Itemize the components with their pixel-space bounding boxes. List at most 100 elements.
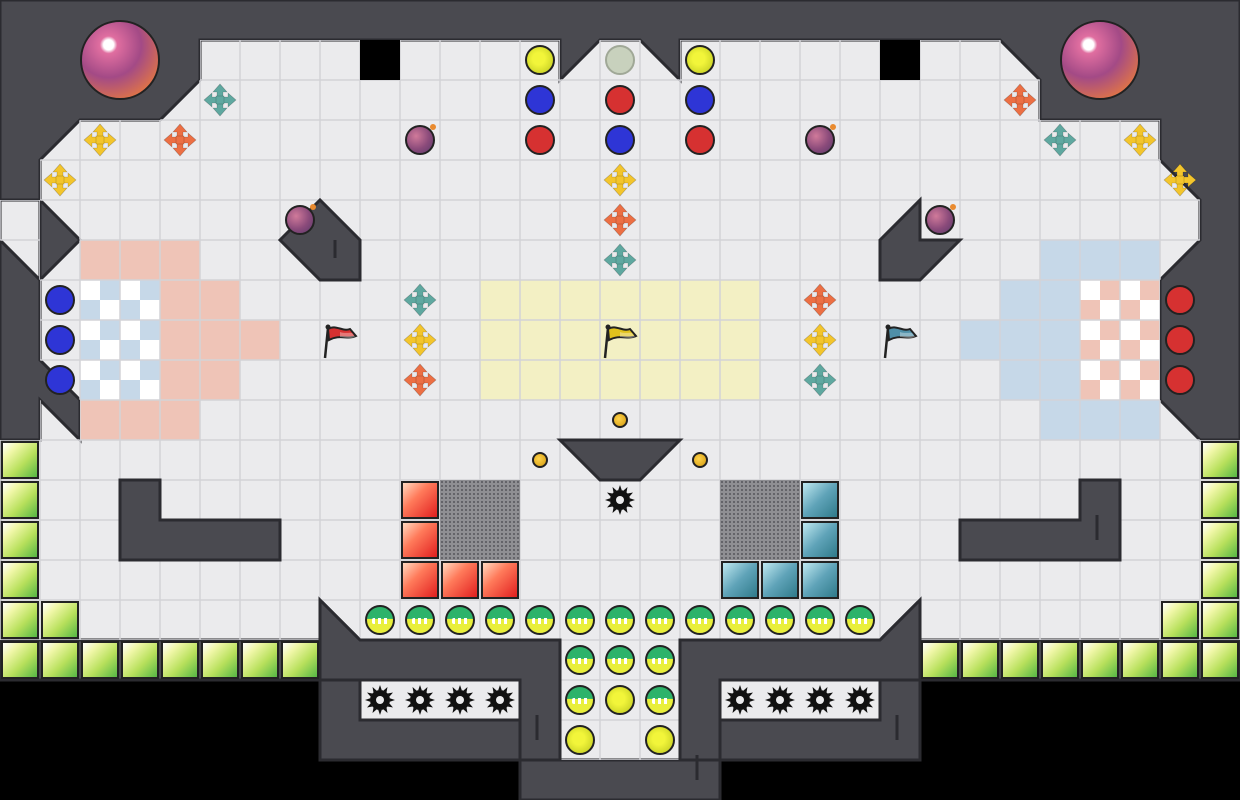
spiker-enemy[interactable]	[485, 605, 515, 635]
coin[interactable]	[532, 452, 548, 468]
bomb[interactable]	[805, 124, 836, 155]
teal-push-block[interactable]	[801, 561, 839, 599]
spiker-enemy[interactable]	[405, 605, 435, 635]
checkpoint-flag-icon[interactable]	[880, 320, 920, 360]
green-goal-block	[921, 641, 959, 679]
spiker-enemy[interactable]	[605, 645, 635, 675]
coin[interactable]	[612, 412, 628, 428]
salmon-tile	[200, 360, 240, 400]
green-goal-block	[1121, 641, 1159, 679]
red-ball[interactable]	[525, 125, 555, 155]
player-orb[interactable]	[1060, 20, 1140, 100]
spike-gear-icon	[764, 684, 796, 716]
salmon-tile	[160, 280, 200, 320]
yellow-zone-tile	[640, 360, 680, 400]
blue-ball[interactable]	[685, 85, 715, 115]
red-ball[interactable]	[605, 85, 635, 115]
spiker-enemy[interactable]	[565, 685, 595, 715]
teal-push-block[interactable]	[801, 521, 839, 559]
spiker-enemy[interactable]	[805, 605, 835, 635]
spiker-enemy[interactable]	[685, 605, 715, 635]
salmon-tile	[120, 240, 160, 280]
spiker-enemy[interactable]	[645, 645, 675, 675]
spiker-enemy[interactable]	[365, 605, 395, 635]
checker-tile	[120, 300, 140, 320]
blue-ball[interactable]	[45, 325, 75, 355]
yellow-ball[interactable]	[525, 45, 555, 75]
player-orb[interactable]	[80, 20, 160, 100]
spiker-enemy[interactable]	[845, 605, 875, 635]
red-push-block[interactable]	[441, 561, 479, 599]
teal-move-arrows-icon[interactable]	[1043, 123, 1077, 157]
orange-move-arrows-icon[interactable]	[603, 203, 637, 237]
yellow-ball[interactable]	[565, 725, 595, 755]
metal-grate	[440, 480, 480, 520]
checker-tile	[100, 320, 120, 340]
yellow-ball[interactable]	[645, 725, 675, 755]
ice-tile	[1080, 240, 1120, 280]
red-ball[interactable]	[685, 125, 715, 155]
orange-move-arrows-icon[interactable]	[1003, 83, 1037, 117]
red-ball[interactable]	[1165, 365, 1195, 395]
yellow-move-arrows-icon[interactable]	[603, 163, 637, 197]
ice-tile	[1040, 240, 1080, 280]
red-push-block[interactable]	[401, 521, 439, 559]
orange-move-arrows-icon[interactable]	[163, 123, 197, 157]
spiker-enemy[interactable]	[645, 605, 675, 635]
orange-move-arrows-icon[interactable]	[403, 363, 437, 397]
red-ball[interactable]	[1165, 285, 1195, 315]
teal-push-block[interactable]	[721, 561, 759, 599]
teal-move-arrows-icon[interactable]	[603, 243, 637, 277]
bomb[interactable]	[405, 124, 436, 155]
yellow-move-arrows-icon[interactable]	[1123, 123, 1157, 157]
checker-tile	[1100, 280, 1120, 300]
green-goal-block	[1201, 441, 1239, 479]
coin[interactable]	[692, 452, 708, 468]
teal-push-block[interactable]	[801, 481, 839, 519]
salmon-tile	[160, 360, 200, 400]
red-push-block[interactable]	[481, 561, 519, 599]
yellow-zone-tile	[640, 320, 680, 360]
blue-ball[interactable]	[525, 85, 555, 115]
spiker-enemy[interactable]	[565, 645, 595, 675]
yellow-move-arrows-icon[interactable]	[1163, 163, 1197, 197]
checkpoint-flag-icon[interactable]	[320, 320, 360, 360]
bomb[interactable]	[285, 204, 316, 235]
spike-gear-icon	[444, 684, 476, 716]
spiker-enemy[interactable]	[725, 605, 755, 635]
blue-ball[interactable]	[605, 125, 635, 155]
yellow-ball[interactable]	[605, 685, 635, 715]
yellow-zone-tile	[560, 360, 600, 400]
yellow-move-arrows-icon[interactable]	[803, 323, 837, 357]
red-push-block[interactable]	[401, 561, 439, 599]
yellow-ball[interactable]	[685, 45, 715, 75]
yellow-move-arrows-icon[interactable]	[403, 323, 437, 357]
spiker-enemy[interactable]	[605, 605, 635, 635]
spiker-enemy[interactable]	[765, 605, 795, 635]
red-ball[interactable]	[1165, 325, 1195, 355]
spiker-enemy[interactable]	[645, 685, 675, 715]
green-goal-block	[41, 641, 79, 679]
teal-move-arrows-icon[interactable]	[203, 83, 237, 117]
spiker-enemy[interactable]	[565, 605, 595, 635]
checkpoint-flag-icon[interactable]	[600, 320, 640, 360]
checker-tile	[80, 380, 100, 400]
yellow-move-arrows-icon[interactable]	[43, 163, 77, 197]
teal-push-block[interactable]	[761, 561, 799, 599]
yellow-zone-tile	[720, 320, 760, 360]
teal-move-arrows-icon[interactable]	[803, 363, 837, 397]
blue-ball[interactable]	[45, 285, 75, 315]
teal-move-arrows-icon[interactable]	[403, 283, 437, 317]
red-push-block[interactable]	[401, 481, 439, 519]
blue-ball[interactable]	[45, 365, 75, 395]
bomb[interactable]	[925, 204, 956, 235]
yellow-zone-tile	[480, 280, 520, 320]
orange-move-arrows-icon[interactable]	[803, 283, 837, 317]
yellow-move-arrows-icon[interactable]	[83, 123, 117, 157]
spiker-enemy[interactable]	[445, 605, 475, 635]
spiker-enemy[interactable]	[525, 605, 555, 635]
checker-tile	[80, 300, 100, 320]
